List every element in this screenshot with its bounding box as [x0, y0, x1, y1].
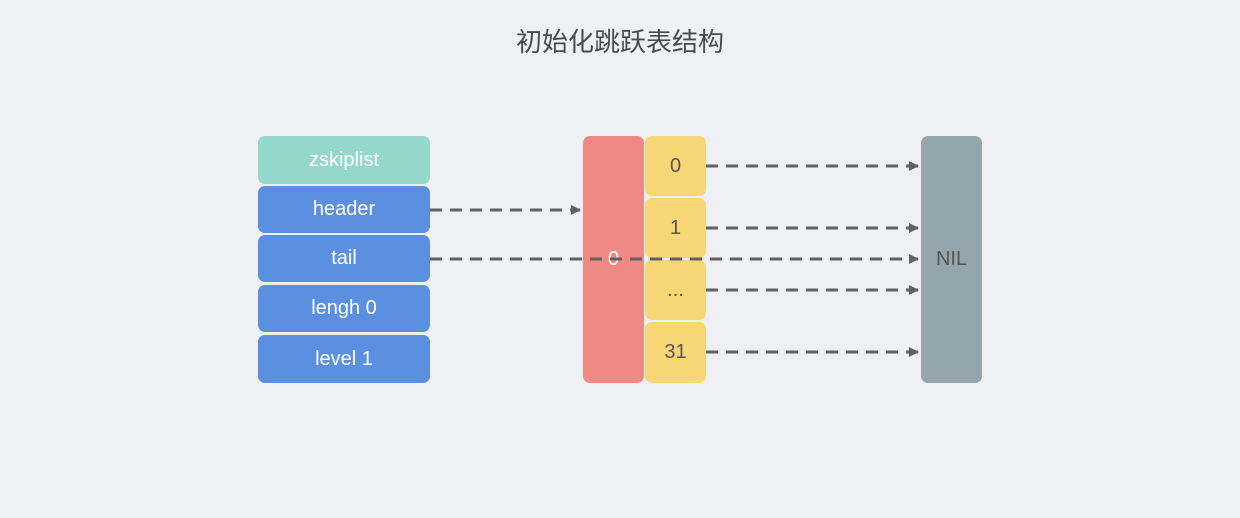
level-ellipsis: ... [645, 260, 706, 320]
field-length: lengh 0 [258, 285, 430, 332]
field-header: header [258, 186, 430, 233]
level-0: 0 [645, 136, 706, 196]
field-tail: tail [258, 235, 430, 282]
nil-node: NIL [921, 136, 982, 383]
level-1: 1 [645, 198, 706, 258]
level-31: 31 [645, 322, 706, 383]
zskiplist-label: zskiplist [258, 136, 430, 184]
field-level: level 1 [258, 335, 430, 383]
diagram-title: 初始化跳跃表结构 [515, 28, 724, 58]
